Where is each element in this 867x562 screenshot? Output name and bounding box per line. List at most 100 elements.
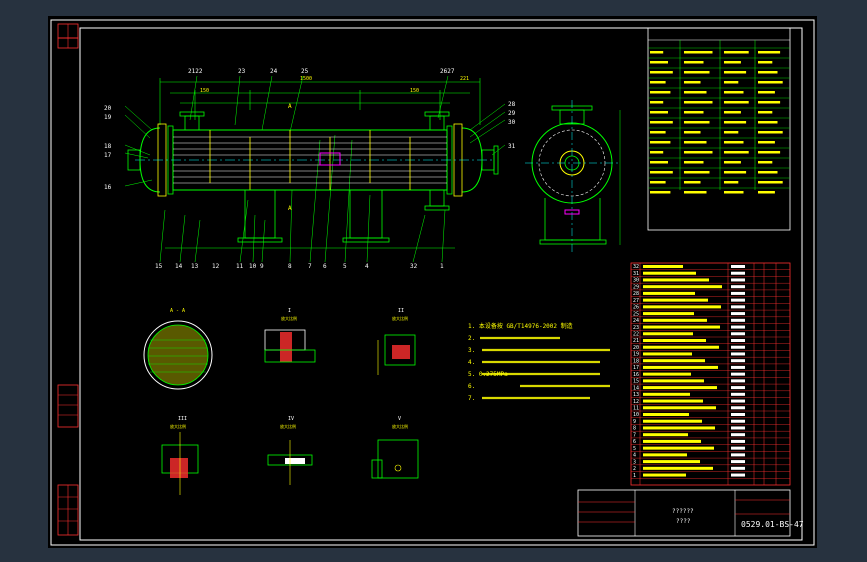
parts-list-row-number[interactable]: 12 bbox=[633, 399, 639, 405]
parts-list-row-number[interactable]: 31 bbox=[633, 271, 639, 277]
section-markers: A A bbox=[288, 103, 292, 212]
note-line-2: 2. bbox=[468, 335, 475, 342]
parts-list-material-mark bbox=[731, 271, 745, 275]
design-data-text-mark bbox=[758, 81, 783, 84]
dim-overall: 1500 bbox=[300, 76, 312, 82]
parts-list-row-number[interactable]: 29 bbox=[633, 284, 639, 290]
parts-list-description-mark bbox=[643, 439, 701, 443]
parts-list-material-mark bbox=[731, 318, 745, 322]
parts-list-row-number[interactable]: 17 bbox=[633, 365, 639, 371]
parts-list-row-number[interactable]: 18 bbox=[633, 358, 639, 364]
design-data-text-mark bbox=[724, 181, 739, 184]
design-data-text-mark bbox=[684, 161, 704, 164]
design-data-text-mark bbox=[684, 131, 701, 134]
callout-2627: 2627 bbox=[440, 68, 455, 75]
parts-list-row-number[interactable]: 4 bbox=[633, 453, 636, 459]
parts-list-material-mark bbox=[731, 352, 745, 356]
detail-view-iv[interactable]: IV 放大比例 bbox=[267, 416, 313, 485]
parts-list-row-number[interactable]: 27 bbox=[633, 298, 639, 304]
parts-list-material-mark bbox=[731, 386, 745, 390]
design-data-text-mark bbox=[724, 141, 744, 144]
callout-4: 4 bbox=[365, 263, 369, 270]
parts-list-row-number[interactable]: 14 bbox=[633, 385, 639, 391]
drawing-name-line-2: ???? bbox=[676, 518, 691, 525]
nozzles[interactable] bbox=[127, 111, 499, 211]
parts-list-material-mark bbox=[731, 433, 745, 437]
design-data-text-mark bbox=[758, 191, 775, 194]
parts-list-row-number[interactable]: 10 bbox=[633, 412, 639, 418]
end-view[interactable] bbox=[525, 100, 621, 255]
design-data-text-mark bbox=[650, 131, 666, 134]
detail-v-scale: 放大比例 bbox=[392, 423, 408, 429]
design-data-text-mark bbox=[758, 131, 783, 134]
detail-iv-label: IV bbox=[288, 416, 294, 422]
drawing-name-line-1: ?????? bbox=[672, 508, 694, 515]
design-data-text-mark bbox=[650, 81, 666, 84]
parts-list-row-number[interactable]: 22 bbox=[633, 332, 639, 338]
parts-list-row-number[interactable]: 9 bbox=[633, 419, 636, 425]
parts-list-description-mark bbox=[643, 339, 706, 342]
detail-i-scale: 放大比例 bbox=[281, 315, 297, 321]
parts-list-row-number[interactable]: 19 bbox=[633, 352, 639, 358]
callout-20: 20 bbox=[104, 105, 112, 112]
parts-list-row-number[interactable]: 6 bbox=[633, 439, 636, 445]
parts-list-row-number[interactable]: 23 bbox=[633, 325, 639, 331]
design-data-text-mark bbox=[758, 91, 775, 94]
parts-list-row-number[interactable]: 24 bbox=[633, 318, 639, 324]
parts-list-row-number[interactable]: 28 bbox=[633, 291, 639, 297]
top-dimension-lines bbox=[159, 78, 481, 125]
parts-list-row-number[interactable]: 7 bbox=[633, 432, 636, 438]
detail-iv-scale: 放大比例 bbox=[280, 423, 296, 429]
parts-list-description-mark bbox=[643, 386, 717, 390]
design-data-text-mark bbox=[724, 161, 741, 164]
parts-list-row-number[interactable]: 2 bbox=[633, 466, 636, 472]
parts-list-row-number[interactable]: 26 bbox=[633, 305, 639, 311]
detail-view-v[interactable]: V 放大比例 bbox=[371, 416, 419, 479]
parts-list-row-number[interactable]: 25 bbox=[633, 311, 639, 317]
parts-list-row-number[interactable]: 8 bbox=[633, 426, 636, 432]
parts-list-row-number[interactable]: 16 bbox=[633, 372, 639, 378]
parts-list-row-number[interactable]: 15 bbox=[633, 379, 639, 385]
main-elevation-view[interactable]: 150 150 221 1500 bbox=[104, 68, 516, 270]
parts-list-table[interactable]: 3231302928272625242322212019181716151413… bbox=[630, 262, 791, 486]
detail-ii-scale: 放大比例 bbox=[392, 315, 408, 321]
callout-8: 8 bbox=[288, 263, 292, 270]
parts-list-row-number[interactable]: 20 bbox=[633, 345, 639, 351]
callout-6: 6 bbox=[323, 263, 327, 270]
design-data-text-mark bbox=[724, 151, 749, 154]
parts-list-row-number[interactable]: 3 bbox=[633, 459, 636, 465]
callout-1: 1 bbox=[440, 263, 444, 270]
parts-list-row-number[interactable]: 1 bbox=[633, 473, 636, 479]
parts-list-material-mark bbox=[731, 359, 745, 363]
callout-23: 23 bbox=[238, 68, 246, 75]
detail-v-label: V bbox=[398, 416, 401, 422]
note-line-1: 1. 本设备按 GB/T14976-2002 制造 bbox=[468, 322, 573, 330]
detail-view-i[interactable]: I 放大比例 bbox=[264, 308, 316, 363]
design-data-text-mark bbox=[650, 141, 671, 144]
parts-list-material-mark bbox=[731, 298, 745, 302]
parts-list-description-mark bbox=[643, 453, 687, 457]
callout-18: 18 bbox=[104, 143, 112, 150]
design-data-text-mark bbox=[684, 101, 713, 104]
detail-view-section-aa[interactable]: A - A bbox=[143, 308, 213, 390]
design-data-text-mark bbox=[724, 101, 749, 104]
parts-list-row-number[interactable]: 32 bbox=[633, 264, 639, 270]
dim-221: 221 bbox=[460, 76, 469, 82]
parts-list-description-mark bbox=[643, 372, 691, 376]
baffles bbox=[209, 130, 411, 190]
parts-list-row-number[interactable]: 11 bbox=[633, 406, 639, 412]
design-data-text-mark bbox=[724, 191, 744, 194]
left-nozzle[interactable] bbox=[127, 149, 141, 171]
parts-list-row-number[interactable]: 30 bbox=[633, 278, 639, 284]
parts-list-row-number[interactable]: 21 bbox=[633, 338, 639, 344]
design-data-text-mark bbox=[684, 61, 704, 64]
parts-list-material-mark bbox=[731, 339, 745, 342]
design-data-text-mark bbox=[650, 111, 668, 114]
parts-list-row-number[interactable]: 5 bbox=[633, 446, 636, 452]
detail-view-iii[interactable]: III 放大比例 bbox=[161, 416, 199, 495]
detail-view-ii[interactable]: II 放大比例 bbox=[377, 308, 416, 375]
detail-iii-scale: 放大比例 bbox=[170, 423, 186, 429]
parts-list-row-number[interactable]: 13 bbox=[633, 392, 639, 398]
parts-list-description-mark bbox=[643, 285, 722, 289]
